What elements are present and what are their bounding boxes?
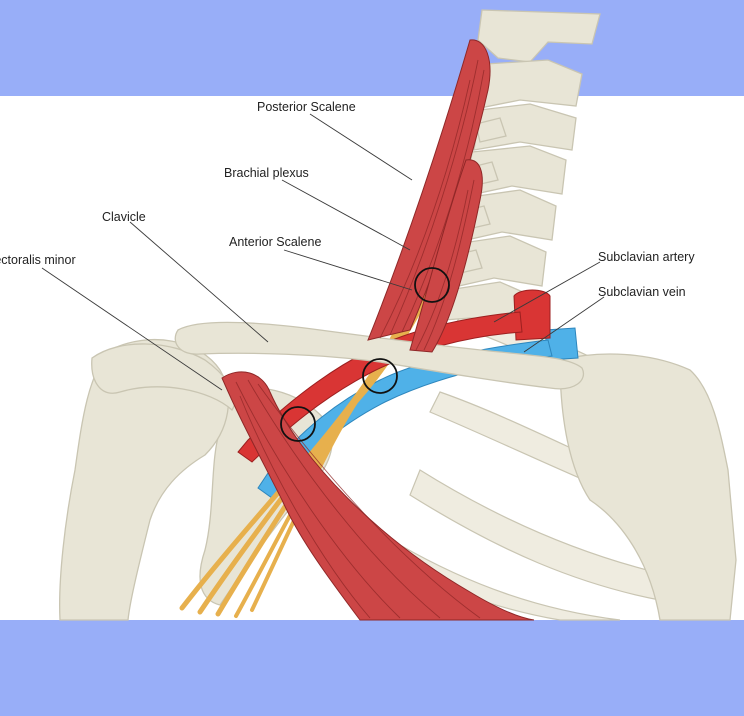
clavicle-bone: [174, 321, 585, 390]
label-subclavian-vein: Subclavian vein: [598, 285, 686, 299]
label-posterior-scalene: Posterior Scalene: [257, 100, 356, 114]
posterior-scalene-muscle: [367, 39, 491, 341]
compression-site-scalene: [414, 267, 450, 303]
label-pectoralis-minor: Pectoralis minor: [0, 253, 76, 267]
subclavian-artery-stub: [513, 289, 551, 341]
sternum: [559, 353, 737, 621]
labels: Posterior Scalene Brachial plexus Clavic…: [0, 100, 695, 299]
humerus: [59, 338, 230, 621]
label-subclavian-artery: Subclavian artery: [598, 250, 695, 264]
leader-lines: [41, 113, 605, 391]
label-anterior-scalene: Anterior Scalene: [229, 235, 321, 249]
acromion: [91, 343, 236, 411]
label-brachial-plexus: Brachial plexus: [224, 166, 309, 180]
compression-site-costoclavicular: [362, 358, 398, 394]
pectoralis-minor-muscle: [221, 371, 535, 621]
compression-site-pectoralis: [280, 406, 316, 442]
label-clavicle: Clavicle: [102, 210, 146, 224]
